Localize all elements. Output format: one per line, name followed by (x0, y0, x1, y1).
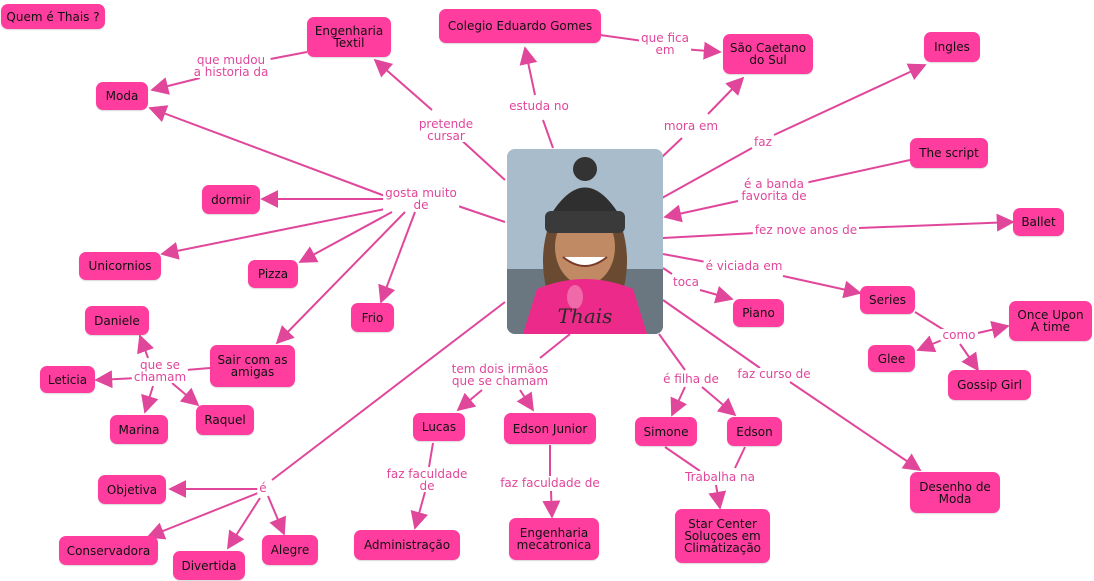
label-faz: faz (752, 135, 774, 149)
node-glee[interactable]: Glee (868, 345, 915, 372)
node-daniele[interactable]: Daniele (85, 306, 149, 335)
label-como: como (940, 328, 978, 342)
node-dormir[interactable]: dormir (202, 185, 260, 214)
label-e: é (257, 481, 269, 495)
node-conservadora[interactable]: Conservadora (59, 536, 158, 565)
node-eng-mecatronica[interactable]: Engenharia mecatronica (509, 518, 599, 560)
label-toca: toca (671, 275, 701, 289)
label-que-mudou: que mudou a historia da (191, 53, 271, 79)
node-engenharia-textil[interactable]: Engenharia Textil (307, 17, 391, 57)
node-series[interactable]: Series (860, 286, 915, 314)
node-marina[interactable]: Marina (110, 415, 168, 444)
node-frio[interactable]: Frio (351, 303, 394, 332)
node-star-center[interactable]: Star Center Soluçoes em Climatização (675, 509, 770, 563)
label-viciada: é viciada em (703, 259, 785, 273)
person-photo-icon (507, 149, 663, 334)
label-gosta: gosta muito de (383, 186, 459, 212)
label-mora: mora em (661, 119, 721, 133)
node-moda[interactable]: Moda (96, 82, 148, 110)
node-administracao[interactable]: Administração (354, 530, 460, 560)
node-raquel[interactable]: Raquel (196, 405, 254, 435)
node-ingles[interactable]: Ingles (924, 32, 980, 62)
node-colegio[interactable]: Colegio Eduardo Gomes (439, 9, 601, 43)
label-que-fica: que fica em (639, 31, 691, 57)
node-divertida[interactable]: Divertida (173, 551, 245, 580)
node-the-script[interactable]: The script (910, 138, 988, 168)
node-piano[interactable]: Piano (733, 299, 784, 327)
label-irmaos: tem dois irmãos que se chamam (449, 362, 551, 388)
label-trabalha: Trabalha na (683, 470, 757, 484)
node-sao-caetano[interactable]: São Caetano do Sul (723, 34, 813, 74)
node-once-upon[interactable]: Once Upon A time (1009, 301, 1092, 341)
node-desenho-moda[interactable]: Desenho de Moda (910, 472, 1000, 513)
node-ballet[interactable]: Ballet (1013, 208, 1064, 236)
node-objetiva[interactable]: Objetiva (98, 475, 166, 504)
label-banda: é a banda favorita de (739, 177, 809, 203)
label-que-se-chamam: que se chamam (131, 358, 189, 384)
label-faculdade-2: faz faculdade de (498, 476, 602, 490)
node-gossip-girl[interactable]: Gossip Girl (948, 370, 1031, 400)
node-pizza[interactable]: Pizza (248, 260, 298, 288)
label-pretende: pretende cursar (416, 117, 476, 143)
label-nove-anos: fez nove anos de (752, 223, 860, 237)
node-leticia[interactable]: Leticia (40, 366, 95, 393)
label-faculdade-1: faz faculdade de (384, 467, 470, 493)
center-caption: Thais (557, 304, 613, 328)
label-estuda: estuda no (507, 99, 571, 113)
node-edson[interactable]: Edson (727, 417, 782, 446)
center-photo[interactable]: Thais (507, 149, 663, 334)
node-lucas[interactable]: Lucas (413, 413, 465, 441)
node-unicornios[interactable]: Unicornios (79, 252, 161, 280)
node-alegre[interactable]: Alegre (262, 535, 318, 565)
node-sair-amigas[interactable]: Sair com as amigas (210, 345, 295, 387)
node-simone[interactable]: Simone (635, 417, 697, 446)
label-filha: é filha de (661, 372, 721, 386)
title-node[interactable]: Quem é Thais ? (1, 4, 105, 29)
label-curso: faz curso de (735, 367, 813, 381)
node-edson-junior[interactable]: Edson Junior (504, 413, 596, 444)
